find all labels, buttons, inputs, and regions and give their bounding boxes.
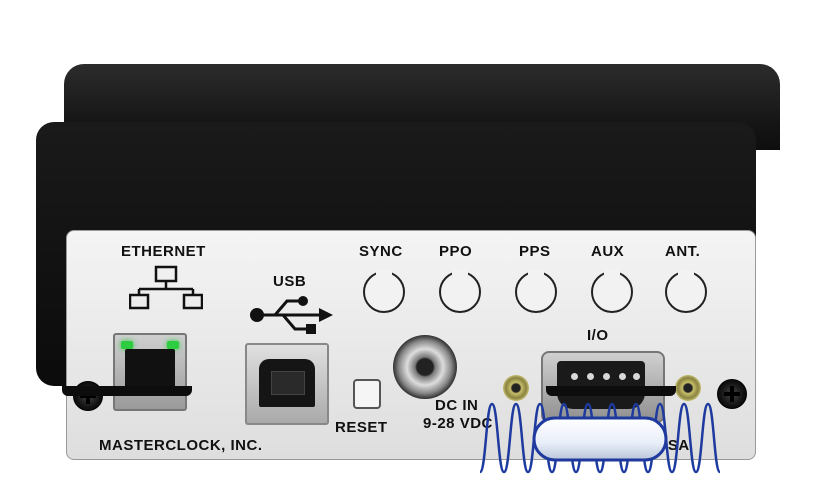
pps-label: PPS xyxy=(519,243,551,260)
usb-icon xyxy=(250,296,333,334)
sync-led xyxy=(363,269,405,313)
sync-label: SYNC xyxy=(359,243,403,260)
right-foot xyxy=(546,386,676,396)
db9-pin xyxy=(603,373,610,380)
manufacturer-label: MASTERCLOCK, INC. xyxy=(99,437,263,454)
usb-label: USB xyxy=(273,273,307,290)
db9-pin xyxy=(587,373,594,380)
front-bezel: ETHERNET USB xyxy=(36,122,756,460)
usb-port[interactable] xyxy=(245,343,329,425)
usb-socket xyxy=(259,359,315,407)
reset-label: RESET xyxy=(335,419,388,436)
ppo-label: PPO xyxy=(439,243,473,260)
db9-pin xyxy=(619,373,626,380)
db9-socket xyxy=(557,361,645,409)
db9-right-nut xyxy=(675,375,701,401)
ethernet-activity-led xyxy=(167,341,179,349)
ethernet-link-led xyxy=(121,341,133,349)
network-icon xyxy=(129,265,203,310)
ppo-led xyxy=(439,269,481,313)
ethernet-label: ETHERNET xyxy=(121,243,206,260)
io-label: I/O xyxy=(587,327,609,344)
reset-button[interactable] xyxy=(353,379,381,409)
db9-left-nut xyxy=(503,375,529,401)
db9-pin xyxy=(571,373,578,380)
ant-led xyxy=(665,269,707,313)
aux-label: AUX xyxy=(591,243,625,260)
ant-label: ANT. xyxy=(665,243,701,260)
dc-power-jack[interactable] xyxy=(393,335,457,399)
front-panel: ETHERNET USB xyxy=(66,230,756,460)
wave-logo-icon xyxy=(478,402,722,474)
right-screw xyxy=(717,379,747,409)
dc-in-label: DC IN xyxy=(435,397,479,414)
db9-pin xyxy=(633,373,640,380)
left-foot xyxy=(62,386,192,396)
aux-led xyxy=(591,269,633,313)
pps-led xyxy=(515,269,557,313)
usb-tongue xyxy=(271,371,305,395)
device-enclosure: ETHERNET USB xyxy=(22,32,818,460)
ethernet-port[interactable] xyxy=(113,333,187,411)
dc-voltage-label: 9-28 VDC xyxy=(423,415,493,432)
